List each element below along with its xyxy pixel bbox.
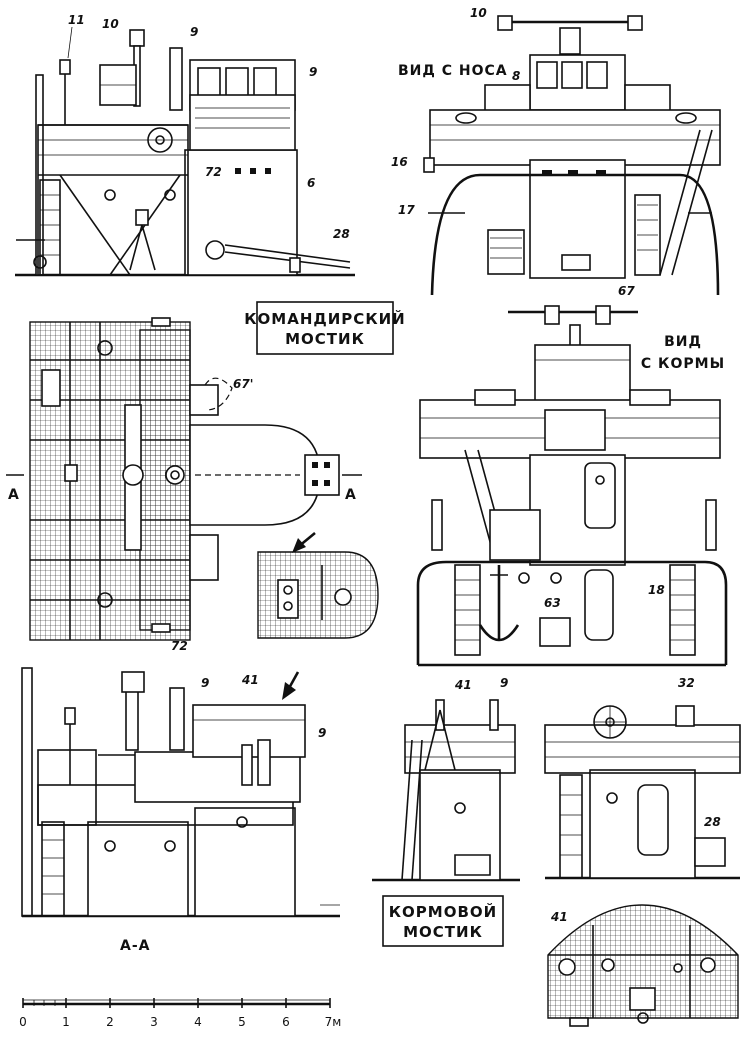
aft-bridge-side-drawing	[372, 699, 520, 882]
callout-28-aft: 28	[704, 815, 721, 829]
scale-tick-7: 7м	[325, 1015, 342, 1029]
aft-bridge-title-line1: КОРМОВОЙ	[389, 902, 497, 921]
callout-72-plan: 72	[171, 639, 188, 653]
leader-11	[67, 26, 73, 59]
scale-tick-1: 1	[62, 1015, 70, 1029]
aft-bridge-front-drawing	[544, 705, 741, 880]
bow-view-drawing	[423, 15, 721, 296]
scale-tick-3: 3	[150, 1015, 158, 1029]
aft-bridge-title-line2: МОСТИК	[403, 923, 483, 941]
callout-8: 8	[512, 69, 520, 83]
stern-view-title-line2: С КОРМЫ	[641, 356, 725, 372]
callout-32: 32	[678, 676, 695, 690]
scale-bar	[22, 998, 331, 1008]
callout-9-aa-side: 9	[318, 726, 326, 740]
section-mark-right: А	[345, 487, 357, 503]
callout-41-plan: 41	[550, 910, 568, 924]
scale-tick-5: 5	[238, 1015, 246, 1029]
bow-view-title: ВИД С НОСА	[398, 63, 508, 79]
callout-10: 10	[102, 17, 119, 31]
side-view-drawing	[15, 29, 355, 277]
plan-view-drawing	[6, 317, 362, 641]
scale-tick-6: 6	[282, 1015, 290, 1029]
callout-17: 17	[398, 203, 415, 217]
callout-16: 16	[391, 155, 408, 169]
commander-bridge-title-line2: МОСТИК	[285, 330, 365, 348]
scale-tick-0: 0	[19, 1015, 27, 1029]
callout-67-prime: 67'	[233, 377, 253, 391]
callout-41-aft: 41	[454, 678, 472, 692]
callout-67-bow: 67	[618, 284, 635, 298]
scale-tick-2: 2	[106, 1015, 114, 1029]
callout-9-top: 9	[190, 25, 198, 39]
aft-bridge-plan-drawing	[547, 904, 739, 1027]
section-aa-drawing	[21, 667, 340, 918]
callout-72-side: 72	[205, 165, 222, 179]
callout-10-bow: 10	[470, 6, 487, 20]
section-aa-label: А-А	[120, 938, 150, 954]
aft-bridge-title-box	[382, 895, 504, 947]
callout-11: 11	[68, 13, 85, 27]
inset-plan-drawing	[257, 531, 379, 639]
callout-18: 18	[648, 583, 665, 597]
stern-view-drawing	[416, 305, 728, 667]
scale-tick-4: 4	[194, 1015, 202, 1029]
callout-9-aft: 9	[500, 676, 508, 690]
callout-9-aa-top: 9	[201, 676, 209, 690]
callout-9-side: 9	[309, 65, 317, 79]
callout-6: 6	[307, 176, 315, 190]
callout-63: 63	[544, 596, 561, 610]
commander-bridge-title-line1: КОМАНДИРСКИЙ	[244, 309, 405, 328]
stern-view-title-line1: ВИД	[664, 334, 702, 350]
section-mark-left: А	[8, 487, 20, 503]
callout-28-side: 28	[333, 227, 350, 241]
commander-bridge-title-box	[256, 301, 394, 355]
callout-41-aa: 41	[241, 673, 259, 687]
